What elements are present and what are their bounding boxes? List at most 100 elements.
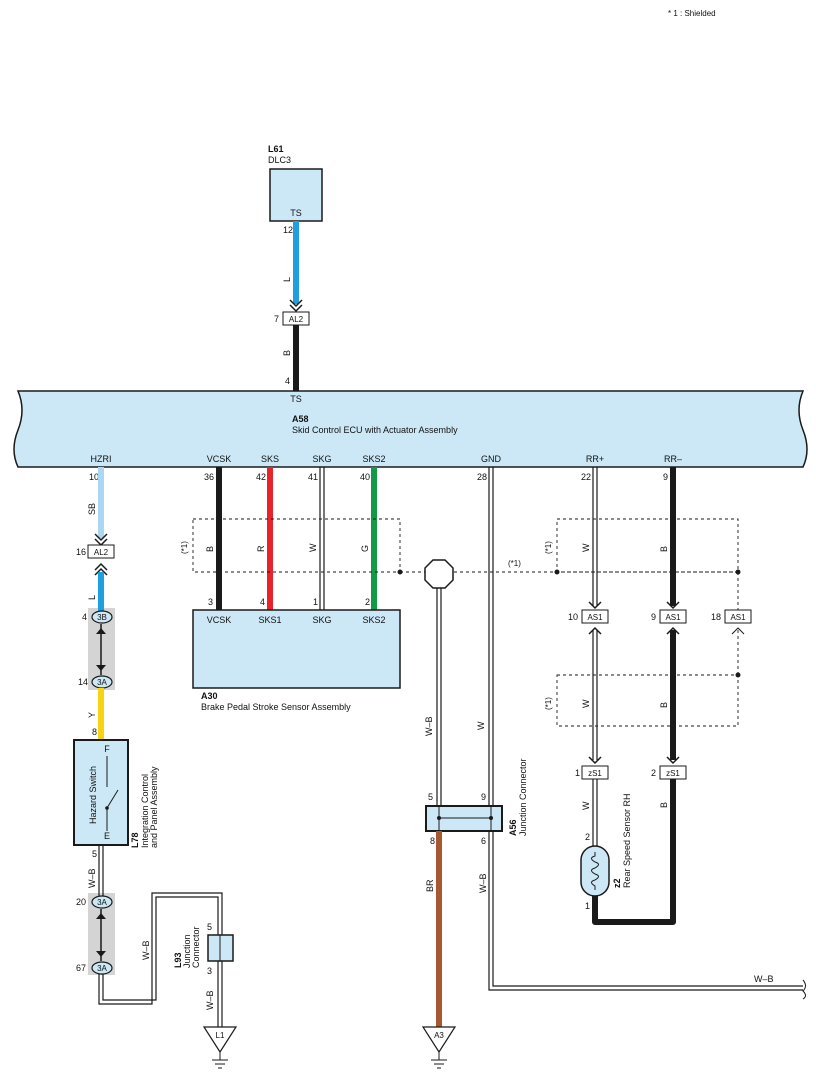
l93-pin-top: 5 [207,922,212,932]
bs-pin-sks2: 2 [365,597,370,607]
hazard-name-1: Integration Control [140,774,150,848]
c3a-3-label: 3A [97,964,107,973]
as1-2-label: AS1 [665,613,681,622]
rr-sensor-coil [591,852,599,890]
hazard-code: L78 [130,832,140,848]
ecu-body [13,390,808,468]
as1-3-pin: 18 [711,612,721,622]
al2-left-label: AL2 [94,548,109,557]
shield-box-1 [192,518,401,573]
al2-top-pin: 7 [274,314,279,324]
c3a-1-pin: 14 [78,677,88,687]
wire-sb-label: SB [87,503,97,515]
shield-box-upper [556,518,739,573]
bs-label-sks2: SKS2 [362,615,385,625]
brake-sensor-code: A30 [201,691,218,701]
wire-wb-right-label: W–B [754,974,774,984]
wire-wb-right-a [488,831,803,991]
wire-b-rr2-label: B [659,702,669,708]
ecu-pin-sks: 42 [256,472,266,482]
l93-code: L93 [173,952,183,968]
rr-sensor-name: Rear Speed Sensor RH [622,793,632,888]
as1-1-pin: 10 [568,612,578,622]
rr-sensor-code: z2 [612,878,622,888]
a56-pin-9: 9 [481,792,486,802]
ecu-pin-label-rr-minus: RR– [664,454,682,464]
as1-3-box [724,609,752,624]
c3b-pin: 4 [82,612,87,622]
arrow-rr-plus [588,601,602,610]
ecu-name: Skid Control ECU with Actuator Assembly [292,425,458,435]
dlc3-name: DLC3 [268,155,291,165]
bs-pin-skg: 1 [313,597,318,607]
c3b-label: 3B [97,613,107,622]
wire-wb-right-b [492,831,803,987]
arrow-as1-1-up [588,626,602,635]
wire-wb-hz-label: W–B [87,868,97,888]
zs1-1-label: zS1 [588,769,602,778]
c3a-3-oval [91,961,113,975]
wire-dlc-b-label: B [282,350,292,356]
arrow-as1-2-up [666,626,680,635]
bs-label-vcsk: VCSK [207,615,232,625]
wire-dlc-l-label: L [282,277,292,282]
hazard-pin-top: 8 [92,727,97,737]
hazard-pin-e: E [104,831,110,841]
wire-w-rr1-label: W [581,543,591,552]
ecu-pin-rr-minus: 9 [663,472,668,482]
shielded-note: * 1 : Shielded [668,9,716,18]
brake-sensor-name: Brake Pedal Stroke Sensor Assembly [201,702,351,712]
arrow-dlc [289,299,303,313]
zs1-2-pin: 2 [651,768,656,778]
c3a-1-label: 3A [97,678,107,687]
a56-pin-6: 6 [481,836,486,846]
bs-pin-vcsk: 3 [208,597,213,607]
arrow-joint-upper-b [96,665,106,671]
ecu-pin-label-sks2: SKS2 [362,454,385,464]
ecu-pin-hzri: 10 [89,472,99,482]
hazard-name-2: and Panel Assembly [149,766,159,848]
shield-label-4: (*1) [544,697,553,710]
a56-pin-8: 8 [430,836,435,846]
c3a-2-pin: 20 [76,897,86,907]
ecu-pin-vcsk: 36 [204,472,214,482]
ecu-top-pin: 4 [285,376,290,386]
a56-name: Junction Connector [518,758,528,836]
hazard-pin-f: F [104,744,110,754]
hazard-box [73,739,129,846]
shield-label-1: (*1) [180,541,189,554]
as1-1-box [581,609,609,624]
wire-wb-a56-low-label: W–B [478,873,488,893]
ecu-pin-label-rr-plus: RR+ [586,454,604,464]
ecu-pin-label-skg: SKG [312,454,331,464]
a56-code: A56 [508,819,518,836]
wire-r-label: R [256,545,266,552]
hazard-switch-blade [106,789,119,809]
wire-y-label: Y [87,712,97,718]
dlc3-code: L61 [268,144,284,154]
bs-label-sks1: SKS1 [258,615,281,625]
a56-pin-5: 5 [428,792,433,802]
wire-b-s [592,779,676,925]
wire-wb-l93-low-label: W–B [205,990,215,1010]
splice-octagon [424,559,454,589]
zs1-1-pin: 1 [575,768,580,778]
l93-name-1: Junction [182,934,192,968]
ecu-pin-sks2: 40 [360,472,370,482]
wire-w-a56-label: W [476,721,486,730]
ecu-top-pin-label: TS [290,394,302,404]
ecu-pin-label-hzri: HZRI [91,454,112,464]
hazard-switch-label: Hazard Switch [88,766,98,824]
wire-break-mark [802,979,806,1000]
zs1-2-label: zS1 [666,769,680,778]
l93-name-2: Connector [191,926,201,968]
ecu-code: A58 [292,414,309,424]
wire-wb-a56-label: W–B [424,716,434,736]
arrow-joint-lower-a [96,913,106,919]
arrow-rr-minus [666,601,680,610]
wire-w-rr2-label: W [581,699,591,708]
dlc3-pin-label: TS [290,208,302,218]
l93-pin-bottom: 3 [207,966,212,976]
shield-box-lower [556,674,739,727]
arrow-zs1-1 [588,756,602,765]
